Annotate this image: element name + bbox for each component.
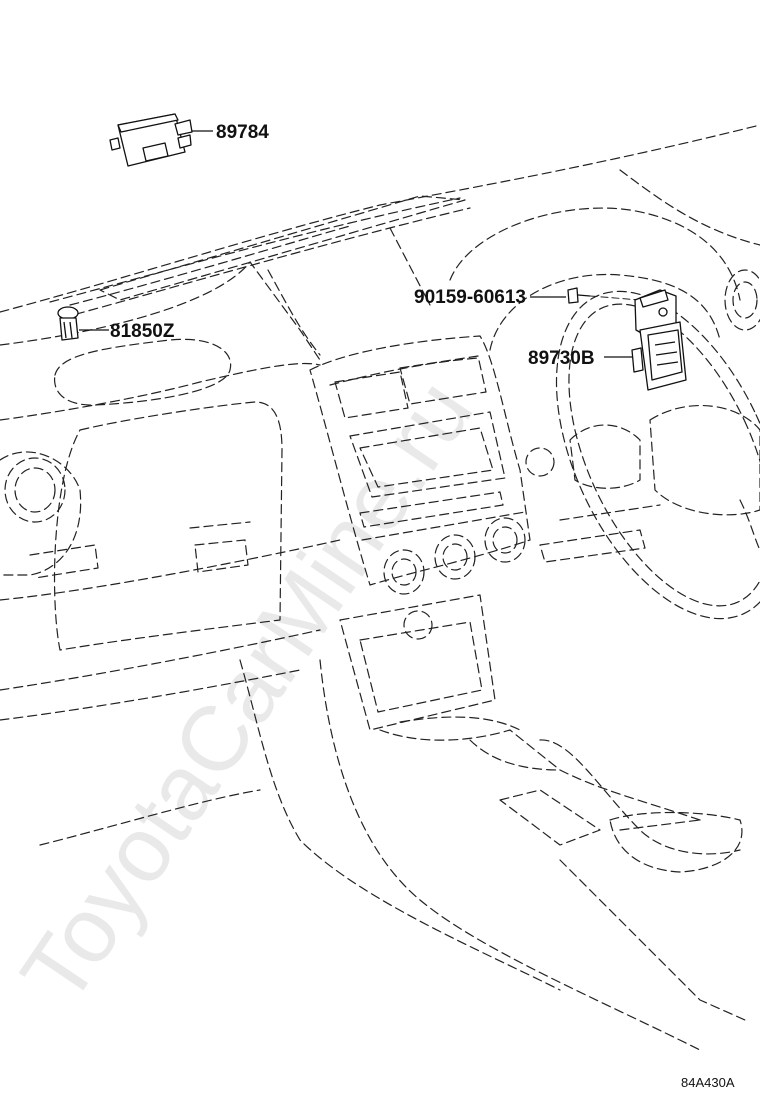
control-module-89784: [109, 113, 213, 167]
watermark-text: ToyotaCarMine.ru: [2, 362, 493, 1021]
part-number-89730b: 89730B: [528, 348, 595, 369]
screw-90159-60613: [530, 287, 641, 304]
sensor-81850z: [57, 306, 109, 341]
part-number-89784: 89784: [216, 122, 269, 143]
part-number-81850z: 81850Z: [110, 321, 175, 342]
part-number-90159-60613: 90159-60613: [414, 287, 526, 308]
figure-reference-code: 84A430A: [681, 1075, 735, 1090]
dashboard-outline: [0, 124, 760, 1051]
ecu-89730b: [604, 289, 687, 391]
